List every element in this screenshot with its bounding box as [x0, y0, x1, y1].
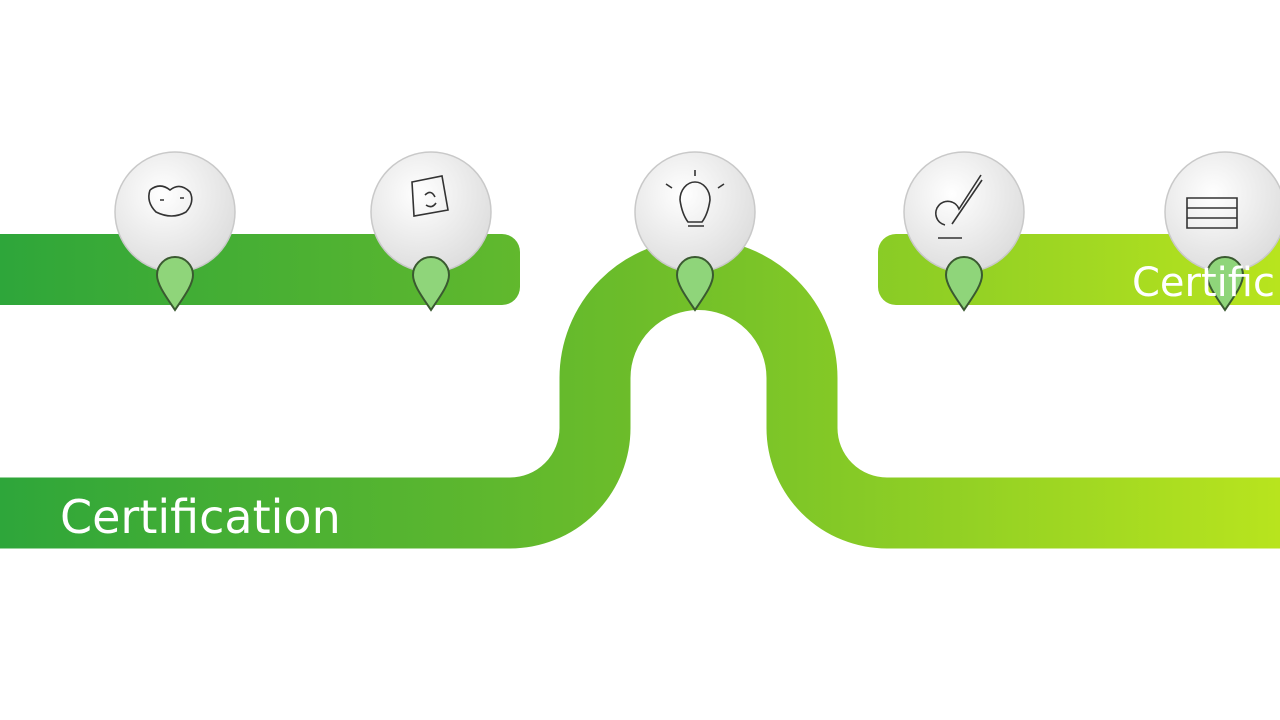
bottom-arch-track: [0, 239, 1280, 549]
map-pin-icon: [1205, 256, 1245, 312]
milestone-bubble: [1164, 151, 1280, 273]
certification-label-right: Certific: [1132, 260, 1275, 306]
milestone-bubble: [370, 151, 492, 273]
milestone-pin-5: [1164, 151, 1280, 312]
map-pin-icon: [411, 256, 451, 312]
certificate-board-icon: [1186, 197, 1238, 229]
milestone-bubble: [114, 151, 236, 273]
milestone-pin-4: [903, 151, 1025, 312]
tools-icon: [935, 174, 983, 239]
certification-label: Certification: [60, 490, 341, 544]
map-pin-icon: [944, 256, 984, 312]
sketch-people-icon: [148, 185, 193, 217]
milestone-pin-3: [634, 151, 756, 312]
milestone-pin-1: [114, 151, 236, 312]
milestone-pin-2: [370, 151, 492, 312]
lightbulb-icon: [665, 170, 725, 227]
map-pin-icon: [155, 256, 195, 312]
sketch-document-icon: [411, 175, 449, 217]
map-pin-icon: [675, 256, 715, 312]
milestone-bubble: [903, 151, 1025, 273]
